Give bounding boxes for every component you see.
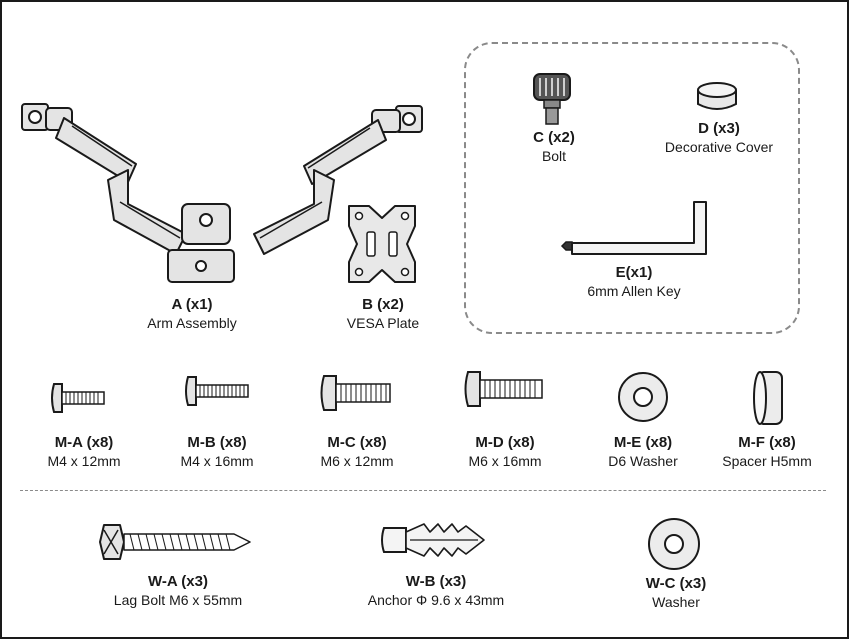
screw-mb-desc: M4 x 16mm [180,453,254,469]
accessory-group-box [464,42,800,334]
screw-ma-desc: M4 x 12mm [47,453,121,469]
screw-m4x12-icon [51,383,105,413]
part-a-label: A (x1) Arm Assembly [147,296,236,332]
screw-ma-code: M-A (x8) [54,434,114,451]
wall-wa-label: W-A (x3) Lag Bolt M6 x 55mm [114,573,242,609]
arm-assembly-illustration [21,103,423,283]
part-a-desc: Arm Assembly [147,315,237,331]
washer-wc-icon [648,518,700,570]
screw-md-label: M-D (x8) M6 x 16mm [468,434,541,470]
screw-md-code: M-D (x8) [475,434,535,451]
bolt-icon [533,73,571,125]
wall-wa-code: W-A (x3) [148,573,208,590]
part-d-code: D (x3) [698,120,740,137]
part-e-desc: 6mm Allen Key [587,283,681,299]
allen-key-icon [560,201,707,255]
part-a-code: A (x1) [171,296,213,313]
screw-mc-desc: M6 x 12mm [320,453,394,469]
part-b-label: B (x2) VESA Plate [347,296,419,332]
decorative-cover-icon [697,82,737,110]
screw-ma-label: M-A (x8) M4 x 12mm [47,434,120,470]
wall-wc-desc: Washer [652,594,700,610]
wall-wa-desc: Lag Bolt M6 x 55mm [113,592,243,608]
part-e-code: E(x1) [615,264,653,281]
screw-md-desc: M6 x 16mm [468,453,542,469]
section-divider [20,490,826,491]
wall-wc-code: W-C (x3) [645,575,707,592]
part-c-code: C (x2) [533,129,575,146]
part-b-desc: VESA Plate [346,315,420,331]
spacer-icon [753,371,783,425]
screw-mc-code: M-C (x8) [327,434,387,451]
screw-m6x16-icon [464,371,543,407]
washer-me-code: M-E (x8) [613,434,673,451]
wall-wb-desc: Anchor Φ 9.6 x 43mm [367,592,505,608]
part-e-label: E(x1) 6mm Allen Key [587,264,680,300]
screw-mb-code: M-B (x8) [187,434,247,451]
part-c-desc: Bolt [541,148,567,164]
spacer-mf-desc: Spacer H5mm [722,453,812,469]
wall-wb-code: W-B (x3) [405,573,467,590]
vesa-plate-icon [348,205,416,283]
washer-me-label: M-E (x8) D6 Washer [608,434,678,470]
part-c-label: C (x2) Bolt [533,129,575,165]
wall-anchor-icon [381,523,485,557]
screw-m4x16-icon [185,376,249,406]
washer-d6-icon [618,372,668,422]
washer-me-desc: D6 Washer [608,453,678,469]
spacer-mf-label: M-F (x8) Spacer H5mm [722,434,811,470]
part-d-label: D (x3) Decorative Cover [665,120,773,156]
screw-m6x12-icon [320,375,391,411]
lag-bolt-icon [99,524,251,560]
wall-wc-label: W-C (x3) Washer [646,575,707,611]
part-b-code: B (x2) [362,296,404,313]
part-d-desc: Decorative Cover [664,139,774,155]
wall-wb-label: W-B (x3) Anchor Φ 9.6 x 43mm [368,573,504,609]
screw-mb-label: M-B (x8) M4 x 16mm [180,434,253,470]
spacer-mf-code: M-F (x8) [738,434,796,451]
screw-mc-label: M-C (x8) M6 x 12mm [320,434,393,470]
